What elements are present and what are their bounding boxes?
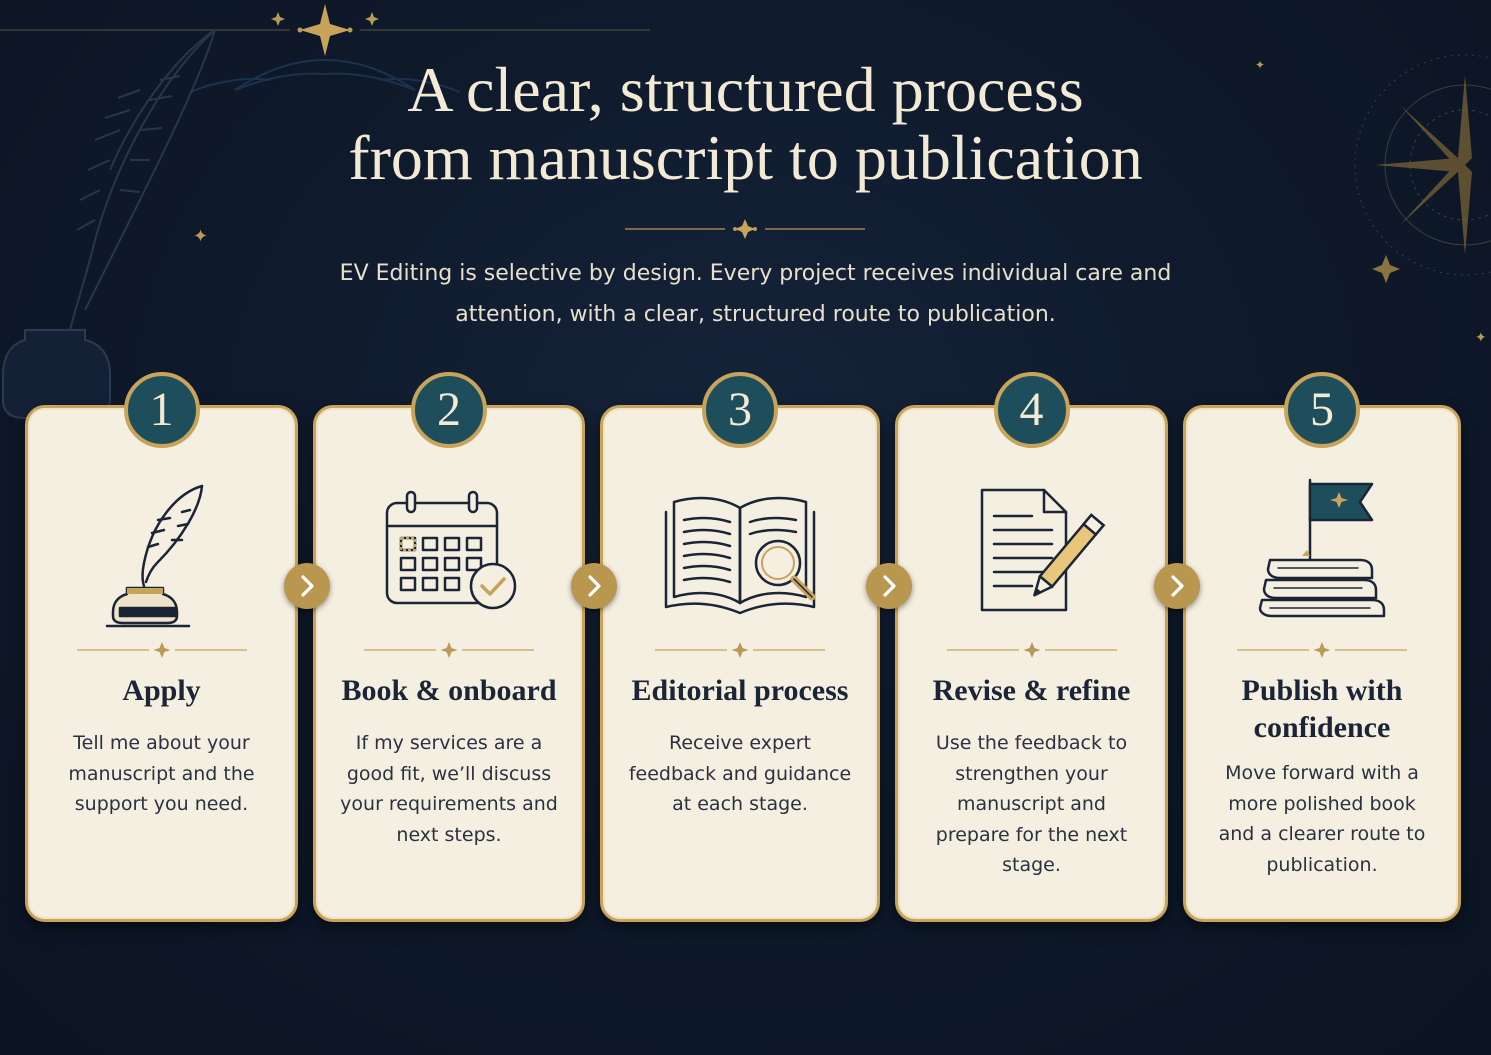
- bottom-flourish-ornament: [0, 4, 650, 93]
- page-subtitle-line2: attention, with a clear, structured rout…: [455, 302, 1056, 327]
- card-divider-ornament: [946, 642, 1117, 658]
- chevron-right-icon: [1171, 575, 1184, 597]
- step-description: If my services are a good fit, we’ll dis…: [340, 732, 558, 846]
- books-flag-icon: [1258, 478, 1386, 618]
- step-card-book-onboard: 2 Book & onboard If my services are a: [313, 372, 585, 922]
- card-divider-ornament: [655, 642, 825, 658]
- quill-inkwell-icon: [105, 484, 203, 628]
- chevron-right-icon: [883, 575, 896, 597]
- step-connector-arrow: [1154, 563, 1200, 609]
- step-number-badge: 1: [123, 372, 200, 448]
- step-title: Publish with confidence: [1241, 674, 1403, 744]
- step-connector-arrow: [571, 563, 617, 609]
- sparkle-icon: ✦: [1255, 58, 1266, 72]
- step-card-revise-refine: 4 Revise & refine Use the feedback to st…: [895, 372, 1168, 922]
- background-quill-illustration: [1, 29, 216, 419]
- chevron-right-icon: [301, 575, 314, 597]
- card-divider-ornament: [76, 642, 247, 658]
- page-title: A clear, structured process from manuscr…: [0, 56, 1491, 192]
- chevron-right-icon: [588, 575, 601, 597]
- step-title: Book & onboard: [341, 674, 557, 707]
- title-divider-ornament: [625, 219, 865, 239]
- card-divider-ornament: [364, 642, 534, 658]
- page-subtitle: EV Editing is selective by design. Every…: [320, 253, 1191, 335]
- step-description: Move forward with a more polished book a…: [1218, 762, 1426, 876]
- step-number-badge: 5: [1284, 372, 1360, 448]
- step-connector-arrow: [866, 563, 912, 609]
- step-card-editorial-process: 3 Editorial process Receive expert feedb…: [600, 372, 880, 922]
- step-number-badge: 4: [993, 372, 1070, 448]
- step-card-apply: 1 Apply Tell me about your manuscript an…: [25, 372, 298, 922]
- step-number-badge: 2: [411, 372, 487, 448]
- step-card-publish: 5 Publish with confidence Move forward w…: [1183, 372, 1461, 922]
- step-description: Tell me about your manuscript and the su…: [68, 732, 255, 815]
- step-description: Receive expert feedback and guidance at …: [628, 732, 852, 815]
- page-subtitle-line1: EV Editing is selective by design. Every…: [339, 261, 1172, 286]
- step-title: Revise & refine: [932, 674, 1131, 707]
- step-description: Use the feedback to strengthen your manu…: [935, 732, 1128, 876]
- step-title: Editorial process: [631, 674, 849, 707]
- page-title-line2: from manuscript to publication: [348, 122, 1143, 193]
- sparkle-icon: ✦: [1475, 330, 1487, 346]
- sparkle-icon: ✦: [193, 226, 209, 247]
- background-compass-illustration: [1354, 54, 1491, 283]
- card-divider-ornament: [1237, 642, 1407, 658]
- calendar-check-icon: [385, 490, 517, 610]
- step-connector-arrow: [284, 563, 330, 609]
- step-number-badge: 3: [702, 372, 778, 448]
- step-title: Apply: [122, 674, 201, 707]
- open-book-magnifier-icon: [664, 496, 816, 615]
- page-title-line1: A clear, structured process: [407, 54, 1084, 125]
- document-pencil-icon: [980, 488, 1105, 612]
